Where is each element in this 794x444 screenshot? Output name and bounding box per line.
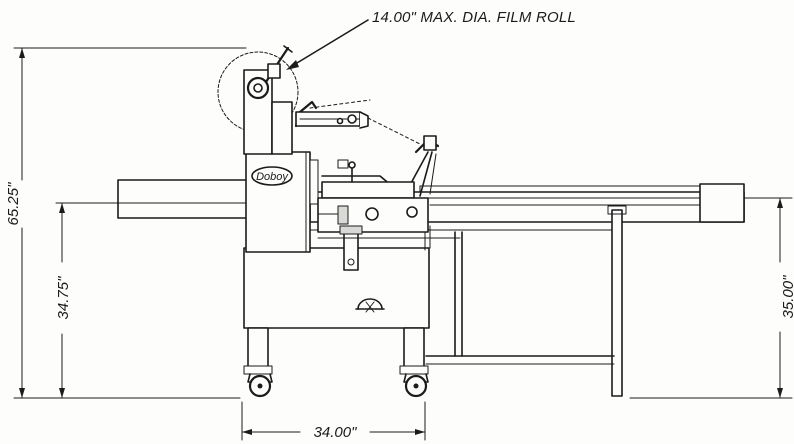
brand-logo-badge: [251, 166, 293, 186]
infeed-conveyor: [117, 179, 249, 219]
forming-head: [321, 135, 440, 199]
base-cabinet: [243, 225, 430, 329]
sealer-assembly: [317, 197, 429, 271]
brand-logo: Doboy: [256, 171, 289, 183]
film-roll-callout: 14.00" MAX. DIA. FILM ROLL: [286, 9, 576, 70]
base-width-label: 34.00": [314, 424, 358, 441]
dimension-overall-height: 65.25": [5, 47, 247, 399]
discharge-height-label: 35.00": [780, 275, 794, 319]
dimension-infeed-height: 34.75": [55, 202, 121, 399]
right-caster: [403, 373, 429, 398]
dimension-base-width: 34.00": [241, 401, 426, 441]
lane-guide: [317, 225, 461, 249]
overall-height-label: 65.25": [5, 182, 22, 226]
film-bridge: [294, 99, 421, 145]
left-caster: [247, 373, 273, 398]
dimension-discharge-height: 35.00": [629, 197, 794, 399]
discharge-stand: [425, 205, 627, 397]
left-leg: [243, 327, 273, 375]
infeed-height-label: 34.75": [55, 276, 72, 320]
film-roll-tower: [217, 45, 299, 155]
right-leg: [399, 327, 429, 375]
control-column: Doboy: [245, 151, 319, 253]
film-roll-callout-label: 14.00" MAX. DIA. FILM ROLL: [372, 9, 576, 26]
cabinet-lock-icon: [355, 298, 385, 313]
